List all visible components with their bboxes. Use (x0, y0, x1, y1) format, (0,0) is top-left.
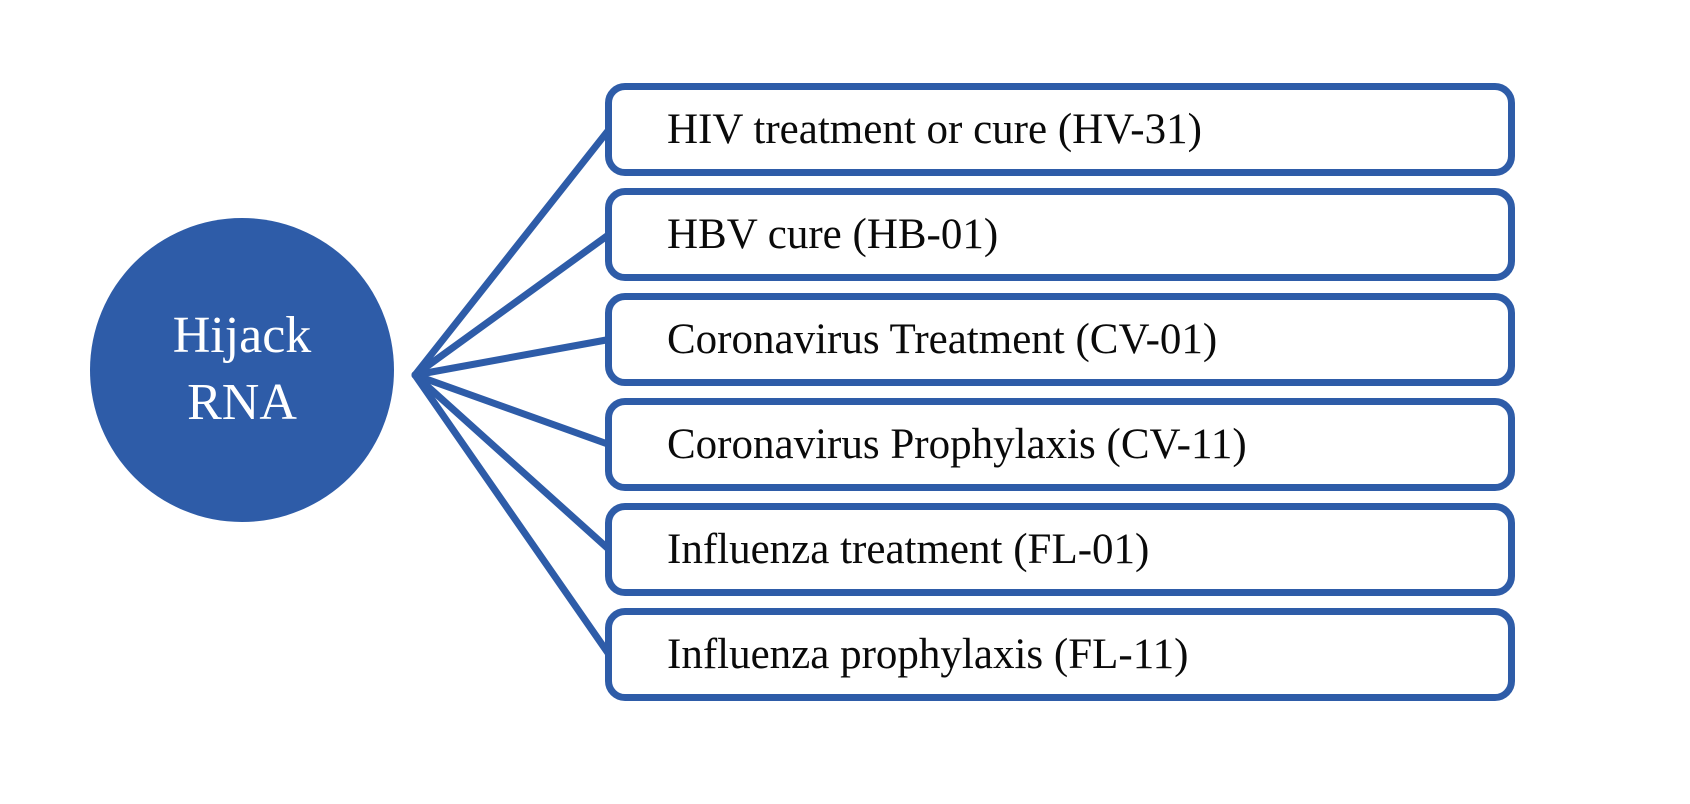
node-label: Influenza prophylaxis (FL-11) (667, 630, 1189, 678)
node-coronavirus-treatment[interactable]: Coronavirus Treatment (CV-01) (605, 293, 1515, 386)
node-label: HBV cure (HB-01) (667, 210, 999, 258)
node-coronavirus-prophylaxis[interactable]: Coronavirus Prophylaxis (CV-11) (605, 398, 1515, 491)
connector-line (411, 371, 613, 658)
connector-line (411, 231, 613, 379)
node-label: HIV treatment or cure (HV-31) (667, 105, 1202, 153)
connector-line (411, 371, 613, 448)
node-hbv-cure[interactable]: HBV cure (HB-01) (605, 188, 1515, 281)
node-hiv-treatment-or-cure[interactable]: HIV treatment or cure (HV-31) (605, 83, 1515, 176)
connector-line (411, 126, 613, 379)
node-influenza-treatment[interactable]: Influenza treatment (FL-01) (605, 503, 1515, 596)
connector-line (411, 371, 613, 553)
connector-line (411, 336, 613, 379)
hub-label-line-2: RNA (187, 374, 297, 431)
node-label: Coronavirus Prophylaxis (CV-11) (667, 420, 1247, 468)
node-label: Coronavirus Treatment (CV-01) (667, 315, 1218, 363)
hub-node-hijack-rna[interactable]: Hijack RNA (90, 218, 394, 522)
hub-label-line-1: Hijack (172, 307, 312, 365)
node-influenza-prophylaxis[interactable]: Influenza prophylaxis (FL-11) (605, 608, 1515, 701)
node-label: Influenza treatment (FL-01) (667, 525, 1150, 573)
